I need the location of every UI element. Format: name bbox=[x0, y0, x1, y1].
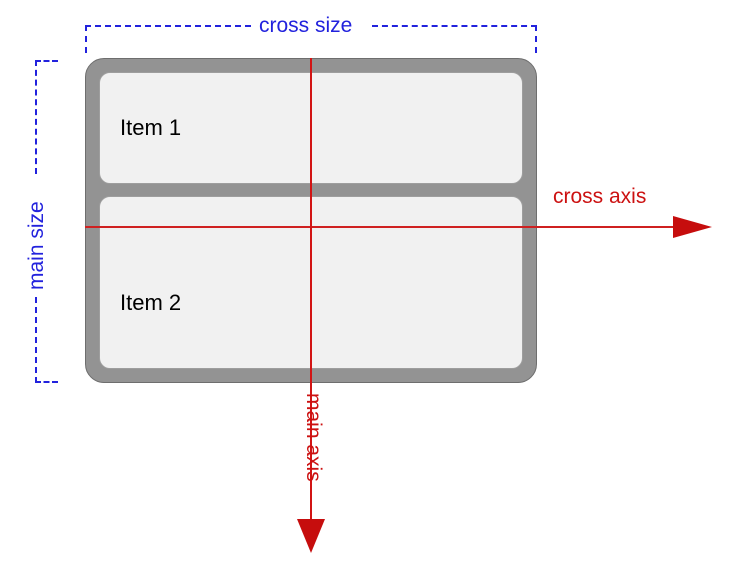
main-size-label: main size bbox=[25, 201, 48, 290]
flex-item-1-label: Item 1 bbox=[120, 115, 182, 140]
main-axis-line bbox=[310, 58, 312, 528]
cross-size-bracket-rule-left bbox=[85, 25, 251, 27]
main-axis-arrowhead-icon bbox=[297, 519, 325, 553]
cross-axis-arrowhead-icon bbox=[673, 216, 712, 238]
main-axis-label: main axis bbox=[302, 393, 325, 482]
cross-size-bracket-tick-left bbox=[85, 25, 87, 53]
cross-size-bracket-rule-right bbox=[372, 25, 537, 27]
main-size-bracket-rule-top bbox=[35, 60, 37, 174]
main-size-bracket-rule-bottom bbox=[35, 297, 37, 383]
main-size-bracket-tick-top bbox=[35, 60, 58, 62]
cross-size-label: cross size bbox=[259, 14, 353, 37]
cross-size-bracket-tick-right bbox=[535, 25, 537, 53]
main-size-bracket-tick-bottom bbox=[35, 381, 58, 383]
flex-item-2-label: Item 2 bbox=[120, 289, 182, 315]
cross-axis-label: cross axis bbox=[553, 185, 647, 208]
cross-axis-line bbox=[85, 226, 680, 228]
